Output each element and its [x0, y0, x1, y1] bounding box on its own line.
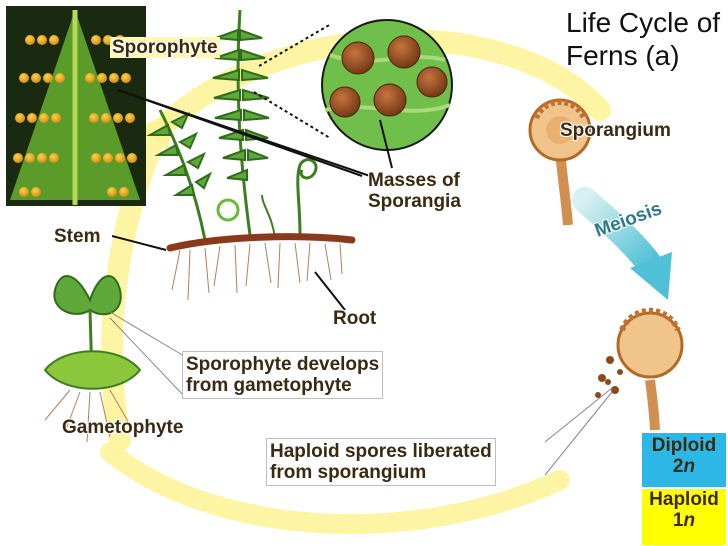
title-line-1: Life Cycle of — [566, 7, 721, 38]
sporophyte-fern — [146, 9, 318, 241]
spores-leader — [544, 387, 613, 443]
diploid-legend: Diploid 2n — [642, 433, 726, 487]
masses-leader — [379, 119, 393, 169]
diploid-ploidy: 2n — [642, 456, 726, 477]
haploid-spores-box: Haploid spores liberated from sporangium — [266, 438, 496, 486]
sporangium-diploid — [528, 98, 592, 226]
masses-line-2: Sporangia — [368, 191, 461, 212]
meiosis-arrow — [572, 187, 672, 300]
develops-line-2: from gametophyte — [186, 375, 352, 396]
root-label: Root — [333, 308, 377, 329]
spores-line-1: Haploid spores liberated — [270, 441, 492, 462]
thin-leader-lines — [109, 311, 613, 476]
gametophyte-plant — [43, 275, 142, 443]
title-line-2: Ferns (a) — [566, 40, 680, 71]
spores-line-2: from sporangium — [270, 462, 427, 483]
leaf-sori-photo — [6, 6, 146, 206]
develops-leader — [109, 311, 185, 357]
develops-line-1: Sporophyte develops — [186, 354, 380, 375]
haploid-ploidy: 1n — [642, 510, 726, 531]
stem-label: Stem — [54, 226, 101, 247]
magnify-guide-bottom — [253, 91, 331, 139]
haploid-legend: Haploid 1n — [642, 489, 726, 545]
diagram-title: Life Cycle of Ferns (a) — [566, 6, 720, 72]
sporangium-label: Sporangium — [560, 120, 671, 141]
sporangia-magnified — [253, 19, 453, 151]
haploid-number: 1 — [672, 510, 684, 531]
sporophyte-develops-box: Sporophyte develops from gametophyte — [182, 351, 384, 399]
diploid-n-symbol: n — [683, 456, 696, 477]
masses-line-1: Masses of — [368, 170, 460, 191]
sporophyte-label: Sporophyte — [110, 37, 220, 58]
diploid-text: Diploid — [651, 435, 717, 456]
stem-leader — [111, 235, 167, 251]
haploid-n-symbol: n — [683, 510, 696, 531]
gametophyte-label: Gametophyte — [62, 417, 184, 438]
rhizome-roots — [166, 233, 356, 301]
diploid-number: 2 — [672, 456, 684, 477]
meiosis-arrowhead — [630, 252, 672, 300]
leader-lines — [111, 89, 393, 311]
root-leader — [314, 271, 346, 311]
magnify-guide-top — [258, 23, 332, 67]
masses-of-sporangia-label: Masses of Sporangia — [368, 170, 461, 212]
sporangium-spores — [595, 307, 684, 431]
haploid-text: Haploid — [649, 489, 719, 510]
